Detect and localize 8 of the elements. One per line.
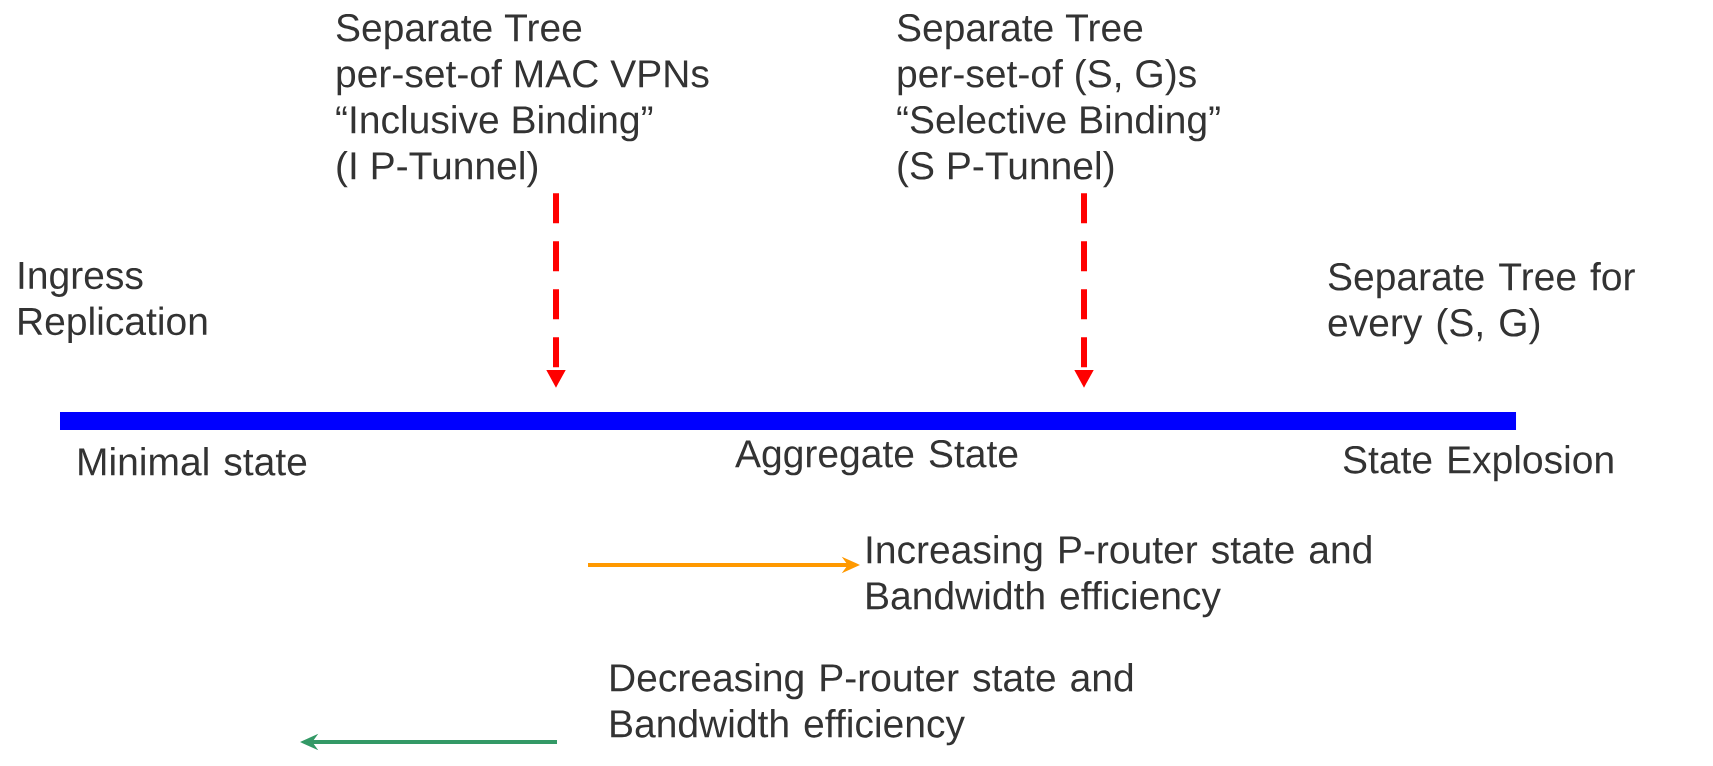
label-text: Decreasing P-router state and Bandwidth efficiency [611,663,1133,746]
label-text: Separate Tree for every (S, G) [1328,262,1635,345]
label-text: Ingress Replication [19,262,207,343]
label-text: State Explosion [1343,445,1613,482]
label-text: Increasing P-router state and Bandwidth efficiency [867,535,1371,618]
scale-bar [60,412,1516,430]
callout-text: Separate Tree per-set-of (S, G)s “Selective Binding” (S P-Tunnel) [897,14,1220,188]
callout-text: Separate Tree per-set-of MAC VPNs “Inclusive Binding” (I P-Tunnel) [336,14,709,188]
